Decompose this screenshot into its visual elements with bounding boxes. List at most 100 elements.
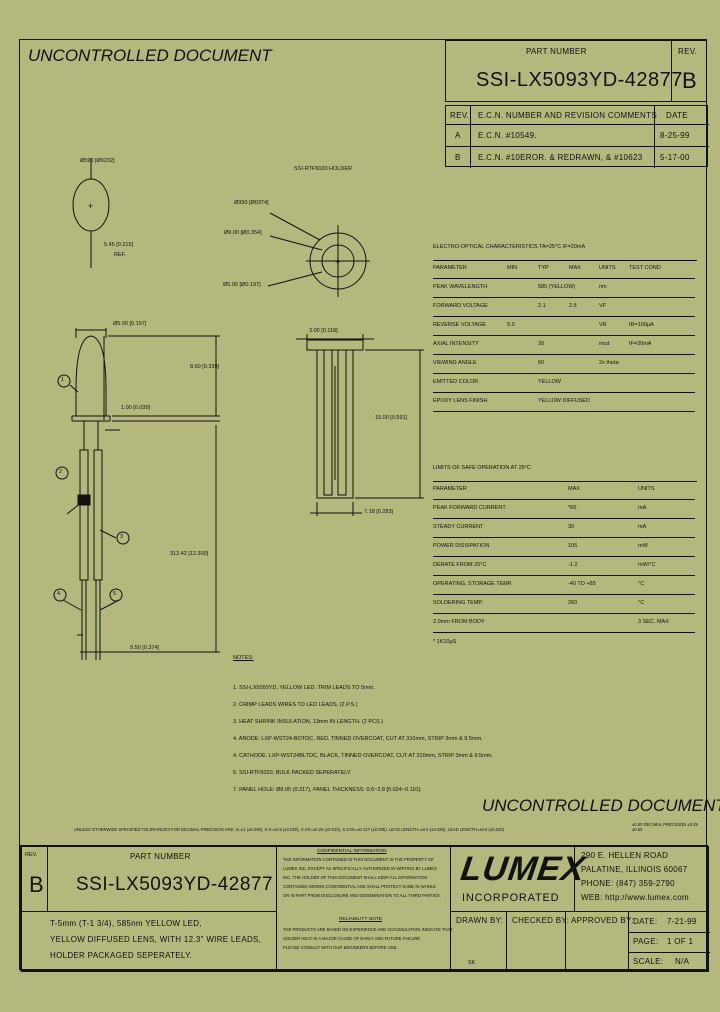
dim-1500: 15.00 [0.591] [375, 415, 408, 421]
svg-text:+: + [88, 201, 93, 211]
part-number-box: PART NUMBER SSI-LX5093YD-42877 [445, 40, 682, 102]
eo-cell: 60 [538, 360, 545, 366]
safe-cell: 105 [568, 543, 578, 549]
eo-cell: mcd [599, 341, 610, 347]
dim-950: Ø950 [Ø0374] [234, 200, 269, 206]
svg-text:+: + [335, 257, 340, 267]
conf-line: CONTAINED HEREIN CONFIDENTIAL AND SHALL … [283, 884, 437, 889]
eo-cell: IF=20mA [629, 341, 652, 347]
dim-545: 5.45 [0.215] [104, 242, 134, 248]
eo-h-units: UNITS [599, 265, 616, 271]
dim-900: Ø9.00 [Ø0.354] [224, 230, 262, 236]
tb-part-number: SSI-LX5093YD-42877 [76, 874, 274, 895]
dim-100: 1.00 [0.039] [121, 405, 151, 411]
safe-title: LIMITS OF SAFE OPERATION AT 25°C [433, 465, 531, 471]
tolerance-right: ±0.50 DECIMAL PRECISION ±0.25 ±0.50 [632, 822, 698, 832]
desc-line-1: T-5mm (T-1 3/4), 585nm YELLOW LED, [50, 919, 202, 928]
dim-590: Ø590 [Ø0232] [80, 158, 115, 164]
safe-h-param: PARAMETER [433, 486, 467, 492]
tb-checked: CHECKED BY: [506, 911, 570, 972]
note-item: 4. CATHODE: LXP-WST24BLTOC, BLACK, TINNE… [233, 753, 493, 759]
page-value: 1 OF 1 [667, 937, 694, 946]
eo-cell: REVERSE VOLTAGE [433, 322, 486, 328]
eo-cell: 5.0 [507, 322, 515, 328]
safe-cell: mA [638, 524, 647, 530]
eo-row: EMITTED COLOR YELLOW [433, 375, 695, 393]
dim-31242: 312.42 [12.300] [170, 551, 209, 557]
tb-description: T-5mm (T-1 3/4), 585nm YELLOW LED, YELLO… [21, 911, 277, 972]
desc-line-2: YELLOW DIFFUSED LENS, WITH 12.3" WIRE LE… [50, 935, 262, 944]
notes-title: NOTES: [233, 655, 254, 661]
safe-cell: 2.0mm FROM BODY [433, 619, 485, 625]
conf-title: CONFIDENTIAL INFORMATION [317, 849, 387, 854]
callout-1 [57, 374, 71, 388]
rel-line: THE PRODUCTS ARE BASED ON EXPERIENCE AND… [283, 927, 453, 932]
eo-cell: VF [599, 303, 607, 309]
title-block: REV. B PART NUMBER SSI-LX5093YD-42877 T-… [20, 845, 710, 972]
tb-logo-box: LUMEX INCORPORATED [450, 846, 588, 912]
rev-box: REV. B [671, 40, 707, 102]
eo-h-max: MAX [569, 265, 581, 271]
safe-table: LIMITS OF SAFE OPERATION AT 25°C PARAMET… [433, 463, 697, 663]
conf-line: LUMEX INC. EXCEPT AS SPECIFICALLY AUTHOR… [283, 866, 437, 871]
eo-cell: 585 (YELLOW) [538, 284, 576, 290]
rev-value: B [682, 68, 697, 93]
safe-cell: 260 [568, 600, 578, 606]
conf-line: THE INFORMATION CONTAINED IN THIS DOCUME… [283, 857, 434, 862]
eo-cell: FORWARD VOLTAGE [433, 303, 488, 309]
callout-2 [55, 466, 69, 480]
part-number-top: SSI-LX5093YD-42877 [476, 69, 683, 91]
safe-row: 2.0mm FROM BODY 3 SEC. MAX [433, 615, 695, 633]
safe-footnote: * 1K10µS [433, 639, 457, 645]
rev-label: REV. [678, 47, 698, 56]
eo-cell: 2x theta [599, 360, 619, 366]
tb-meta: DATE: 7-21-99 PAGE: 1 OF 1 SCALE: N/A [628, 911, 710, 972]
drawn-label: DRAWN BY: [456, 916, 504, 925]
date-value: 7-21-99 [667, 917, 697, 926]
eo-cell: VR [599, 322, 607, 328]
checked-label: CHECKED BY: [512, 916, 570, 925]
tb-approved: APPROVED BY: [565, 911, 633, 972]
tb-part-box: PART NUMBER SSI-LX5093YD-42877 [47, 846, 277, 912]
safe-cell: 3 SEC. MAX [638, 619, 669, 625]
eo-cell: AXIAL INTENSITY [433, 341, 479, 347]
eo-cell: VIEWING ANGLE [433, 360, 477, 366]
drawn-value: SK [468, 960, 476, 966]
holder-body [316, 349, 354, 499]
lumex-logo: LUMEX [458, 850, 588, 888]
callout-5-label: 5 [113, 591, 117, 597]
rel-title: RELIABILITY NOTE [339, 917, 383, 922]
tolerance-note: UNLESS OTHERWISE SPECIFIED TOLERANCES FO… [74, 827, 505, 832]
safe-cell: SOLDERING TEMP. [433, 600, 483, 606]
safe-cell: °C [638, 600, 645, 606]
eo-cell: 30 [538, 341, 545, 347]
rev-row-b-comment: E.C.N. #10EROR. & REDRAWN, & #10623 [478, 153, 643, 162]
eo-title: ELECTRO-OPTICAL CHARACTERISTICS TA=25°C … [433, 244, 586, 250]
dim-300: 3.00 [0.118] [309, 328, 338, 334]
eo-h-param: PARAMETER [433, 265, 467, 271]
safe-cell: PEAK FORWARD CURRENT [433, 505, 506, 511]
conf-line: OR IN PART FROM DISCLOSURE AND DISSEMINA… [283, 893, 441, 898]
addr-1: 290 E. HELLEN ROAD [581, 851, 669, 860]
conf-line: INC. THE HOLDER OF THIS DOCUMENT SHALL K… [283, 875, 428, 880]
eo-cell: EMITTED COLOR [433, 379, 479, 385]
eo-h-typ: TYP [538, 265, 549, 271]
dim-500b: Ø5.00 [0.197] [113, 321, 147, 327]
eo-cell: nm [599, 284, 607, 290]
note-item: 4. ANODE: LXP-WST24-BOTOC, RED, TINNED O… [233, 736, 483, 742]
uncontrolled-title-bottom: UNCONTROLLED DOCUMENT [482, 796, 720, 815]
eo-cell: 2.5 [569, 303, 577, 309]
callout-3-label: 3 [120, 534, 124, 540]
note-item: 3. HEAT SHRINK INSULATION, 13mm IN LENGT… [233, 719, 384, 725]
rel-line: PLEASE CONSULT WITH OUR ENGINEERS BEFORE… [283, 945, 398, 950]
callout-3 [116, 531, 130, 545]
crimp [77, 494, 91, 506]
safe-cell: mW/°C [638, 562, 656, 568]
ecn-col-header: E.C.N. NUMBER AND REVISION COMMENTS [478, 111, 657, 120]
lumex-sub: INCORPORATED [462, 892, 560, 904]
safe-cell: mW [638, 543, 648, 549]
eo-cell: YELLOW [538, 379, 561, 385]
